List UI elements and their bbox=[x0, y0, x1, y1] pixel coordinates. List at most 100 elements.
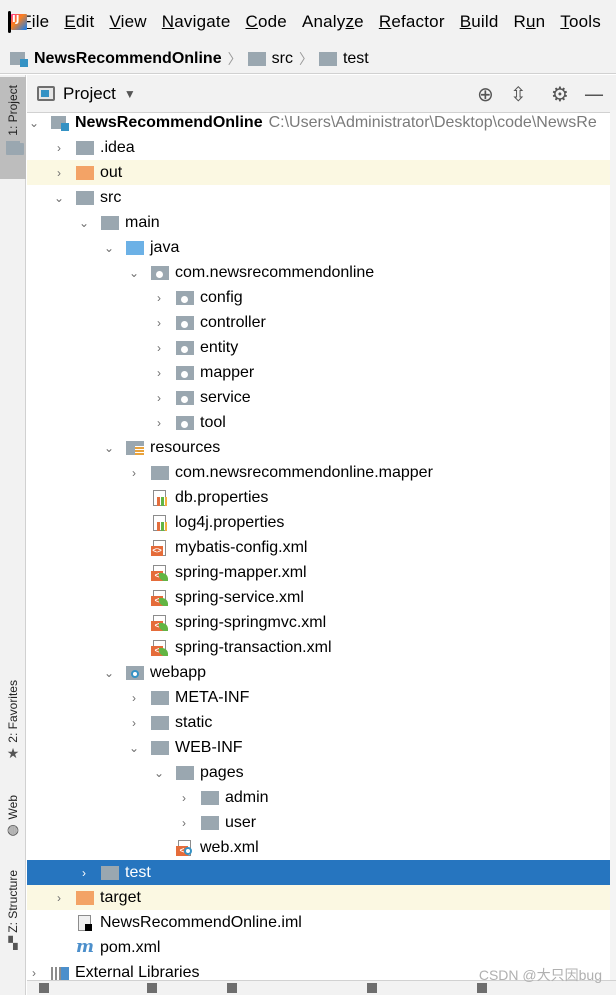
chevron-down-icon[interactable]: ⌄ bbox=[78, 215, 90, 230]
menu-tools[interactable]: Tools bbox=[560, 12, 601, 31]
menu-view[interactable]: View bbox=[109, 12, 147, 31]
tree-node-spring-transaction[interactable]: < spring-transaction.xml bbox=[27, 635, 610, 660]
gear-icon[interactable]: ⚙ bbox=[551, 82, 569, 106]
chevron-down-icon[interactable]: ⌄ bbox=[103, 440, 115, 455]
chevron-right-icon[interactable]: › bbox=[57, 890, 61, 905]
tree-node-idea[interactable]: › .idea bbox=[27, 135, 610, 160]
tree-node-out[interactable]: › out bbox=[27, 160, 610, 185]
chevron-right-icon[interactable]: › bbox=[132, 690, 136, 705]
tree-node-entity[interactable]: › entity bbox=[27, 335, 610, 360]
bottom-tool-5[interactable] bbox=[477, 983, 491, 993]
tree-node-external-libraries[interactable]: › External Libraries bbox=[27, 960, 610, 981]
tree-node-log4j-properties[interactable]: log4j.properties bbox=[27, 510, 610, 535]
tree-node-resources[interactable]: ⌄ resources bbox=[103, 438, 221, 456]
locate-icon[interactable]: ⊕ bbox=[477, 82, 494, 106]
chevron-right-icon[interactable]: › bbox=[157, 415, 161, 430]
tool-tab-project[interactable]: 1: Project bbox=[0, 77, 26, 179]
bottom-tool-2[interactable] bbox=[147, 983, 161, 993]
library-icon bbox=[51, 965, 69, 981]
tree-node-web-xml[interactable]: < web.xml bbox=[27, 835, 610, 860]
menu-edit[interactable]: Edit bbox=[64, 12, 95, 31]
chevron-down-icon[interactable]: ⌄ bbox=[128, 265, 140, 280]
spring-xml-file-icon: < bbox=[151, 639, 169, 656]
breadcrumb-src[interactable]: src bbox=[247, 50, 293, 68]
chevron-down-icon[interactable]: ⌄ bbox=[28, 115, 40, 130]
folder-icon bbox=[201, 790, 219, 806]
bottom-tool-1[interactable] bbox=[39, 983, 53, 993]
folder-icon bbox=[151, 690, 169, 706]
package-icon bbox=[176, 340, 194, 356]
chevron-right-icon[interactable]: › bbox=[157, 290, 161, 305]
tree-node-mybatis-config[interactable]: <> mybatis-config.xml bbox=[151, 538, 308, 556]
chevron-right-icon: 〉 bbox=[227, 50, 242, 67]
chevron-right-icon[interactable]: › bbox=[57, 165, 61, 180]
tree-node-controller[interactable]: › controller bbox=[27, 310, 610, 335]
tree-node-user[interactable]: › user bbox=[27, 810, 610, 835]
chevron-right-icon[interactable]: › bbox=[57, 140, 61, 155]
menu-analyze[interactable]: Analyze bbox=[301, 12, 364, 31]
chevron-right-icon[interactable]: › bbox=[82, 865, 86, 880]
tree-node-web-inf[interactable]: ⌄ WEB-INF bbox=[128, 738, 243, 756]
menu-navigate[interactable]: Navigate bbox=[161, 12, 231, 31]
tree-node-target[interactable]: › target bbox=[27, 885, 610, 910]
tree-node-config[interactable]: › config bbox=[27, 285, 610, 310]
tree-node-spring-springmvc[interactable]: < spring-springmvc.xml bbox=[27, 610, 610, 635]
package-icon bbox=[176, 315, 194, 331]
chevron-down-icon[interactable]: ⌄ bbox=[103, 665, 115, 680]
chevron-down-icon[interactable]: ⌄ bbox=[103, 240, 115, 255]
menu-code[interactable]: Code bbox=[245, 12, 287, 31]
chevron-right-icon[interactable]: › bbox=[157, 365, 161, 380]
tree-node-res-mapper[interactable]: › com.newsrecommendonline.mapper bbox=[27, 460, 610, 485]
breadcrumb-project[interactable]: NewsRecommendOnline bbox=[10, 50, 222, 68]
source-folder-icon bbox=[126, 240, 144, 256]
web-xml-file-icon: < bbox=[176, 839, 194, 856]
chevron-right-icon[interactable]: › bbox=[132, 715, 136, 730]
vertical-scrollbar[interactable] bbox=[610, 110, 616, 980]
package-icon bbox=[176, 390, 194, 406]
tree-node-pom[interactable]: m pom.xml bbox=[76, 936, 161, 957]
tree-node-db-properties[interactable]: db.properties bbox=[27, 485, 610, 510]
chevron-right-icon[interactable]: › bbox=[157, 390, 161, 405]
menu-run[interactable]: Run bbox=[513, 12, 546, 31]
tree-node-root[interactable]: ⌄ NewsRecommendOnline C:\Users\Administr… bbox=[28, 113, 597, 131]
chevron-right-icon[interactable]: › bbox=[182, 790, 186, 805]
collapse-all-icon[interactable]: ⇳ bbox=[510, 82, 527, 106]
tree-node-tool[interactable]: › tool bbox=[27, 410, 610, 435]
tree-node-java[interactable]: ⌄ java bbox=[103, 238, 180, 256]
chevron-right-icon[interactable]: › bbox=[32, 965, 36, 980]
tree-node-package[interactable]: ⌄ com.newsrecommendonline bbox=[128, 263, 375, 281]
menu-build[interactable]: Build bbox=[459, 12, 499, 31]
chevron-down-icon[interactable]: ⌄ bbox=[53, 190, 65, 205]
tool-tab-structure[interactable]: Z: Structure ▚ bbox=[6, 870, 20, 950]
tree-node-spring-service[interactable]: < spring-service.xml bbox=[27, 585, 610, 610]
folder-icon bbox=[318, 51, 337, 66]
tree-node-static[interactable]: › static bbox=[27, 710, 610, 735]
tree-node-iml[interactable]: NewsRecommendOnline.iml bbox=[27, 910, 610, 935]
chevron-down-icon[interactable]: ⌄ bbox=[153, 765, 165, 780]
breadcrumb-test[interactable]: test bbox=[318, 50, 369, 68]
tree-node-mapper[interactable]: › mapper bbox=[27, 360, 610, 385]
tree-node-test[interactable]: › test bbox=[27, 860, 610, 885]
package-icon bbox=[176, 290, 194, 306]
menu-refactor[interactable]: Refactor bbox=[378, 12, 445, 31]
hide-icon[interactable]: — bbox=[584, 82, 604, 106]
chevron-right-icon[interactable]: › bbox=[157, 340, 161, 355]
tool-tab-web[interactable]: Web ◍ bbox=[6, 795, 20, 839]
tree-node-spring-mapper[interactable]: < spring-mapper.xml bbox=[27, 560, 610, 585]
chevron-right-icon[interactable]: › bbox=[157, 315, 161, 330]
chevron-right-icon[interactable]: › bbox=[182, 815, 186, 830]
tree-node-service[interactable]: › service bbox=[27, 385, 610, 410]
tree-node-src[interactable]: ⌄ src bbox=[53, 188, 122, 206]
bottom-tool-3[interactable] bbox=[227, 983, 241, 993]
tool-tab-favorites[interactable]: 2: Favorites ★ bbox=[6, 680, 20, 762]
tree-node-webapp[interactable]: ⌄ webapp bbox=[103, 663, 207, 681]
bottom-tool-4[interactable] bbox=[367, 983, 381, 993]
tree-node-admin[interactable]: › admin bbox=[27, 785, 610, 810]
project-view-selector[interactable]: Project ▼ bbox=[37, 84, 136, 104]
chevron-down-icon[interactable]: ⌄ bbox=[128, 740, 140, 755]
tree-node-pages[interactable]: ⌄ pages bbox=[153, 763, 244, 781]
chevron-right-icon[interactable]: › bbox=[132, 465, 136, 480]
module-icon bbox=[51, 115, 69, 131]
tree-node-meta-inf[interactable]: › META-INF bbox=[27, 685, 610, 710]
tree-node-main[interactable]: ⌄ main bbox=[78, 213, 160, 231]
